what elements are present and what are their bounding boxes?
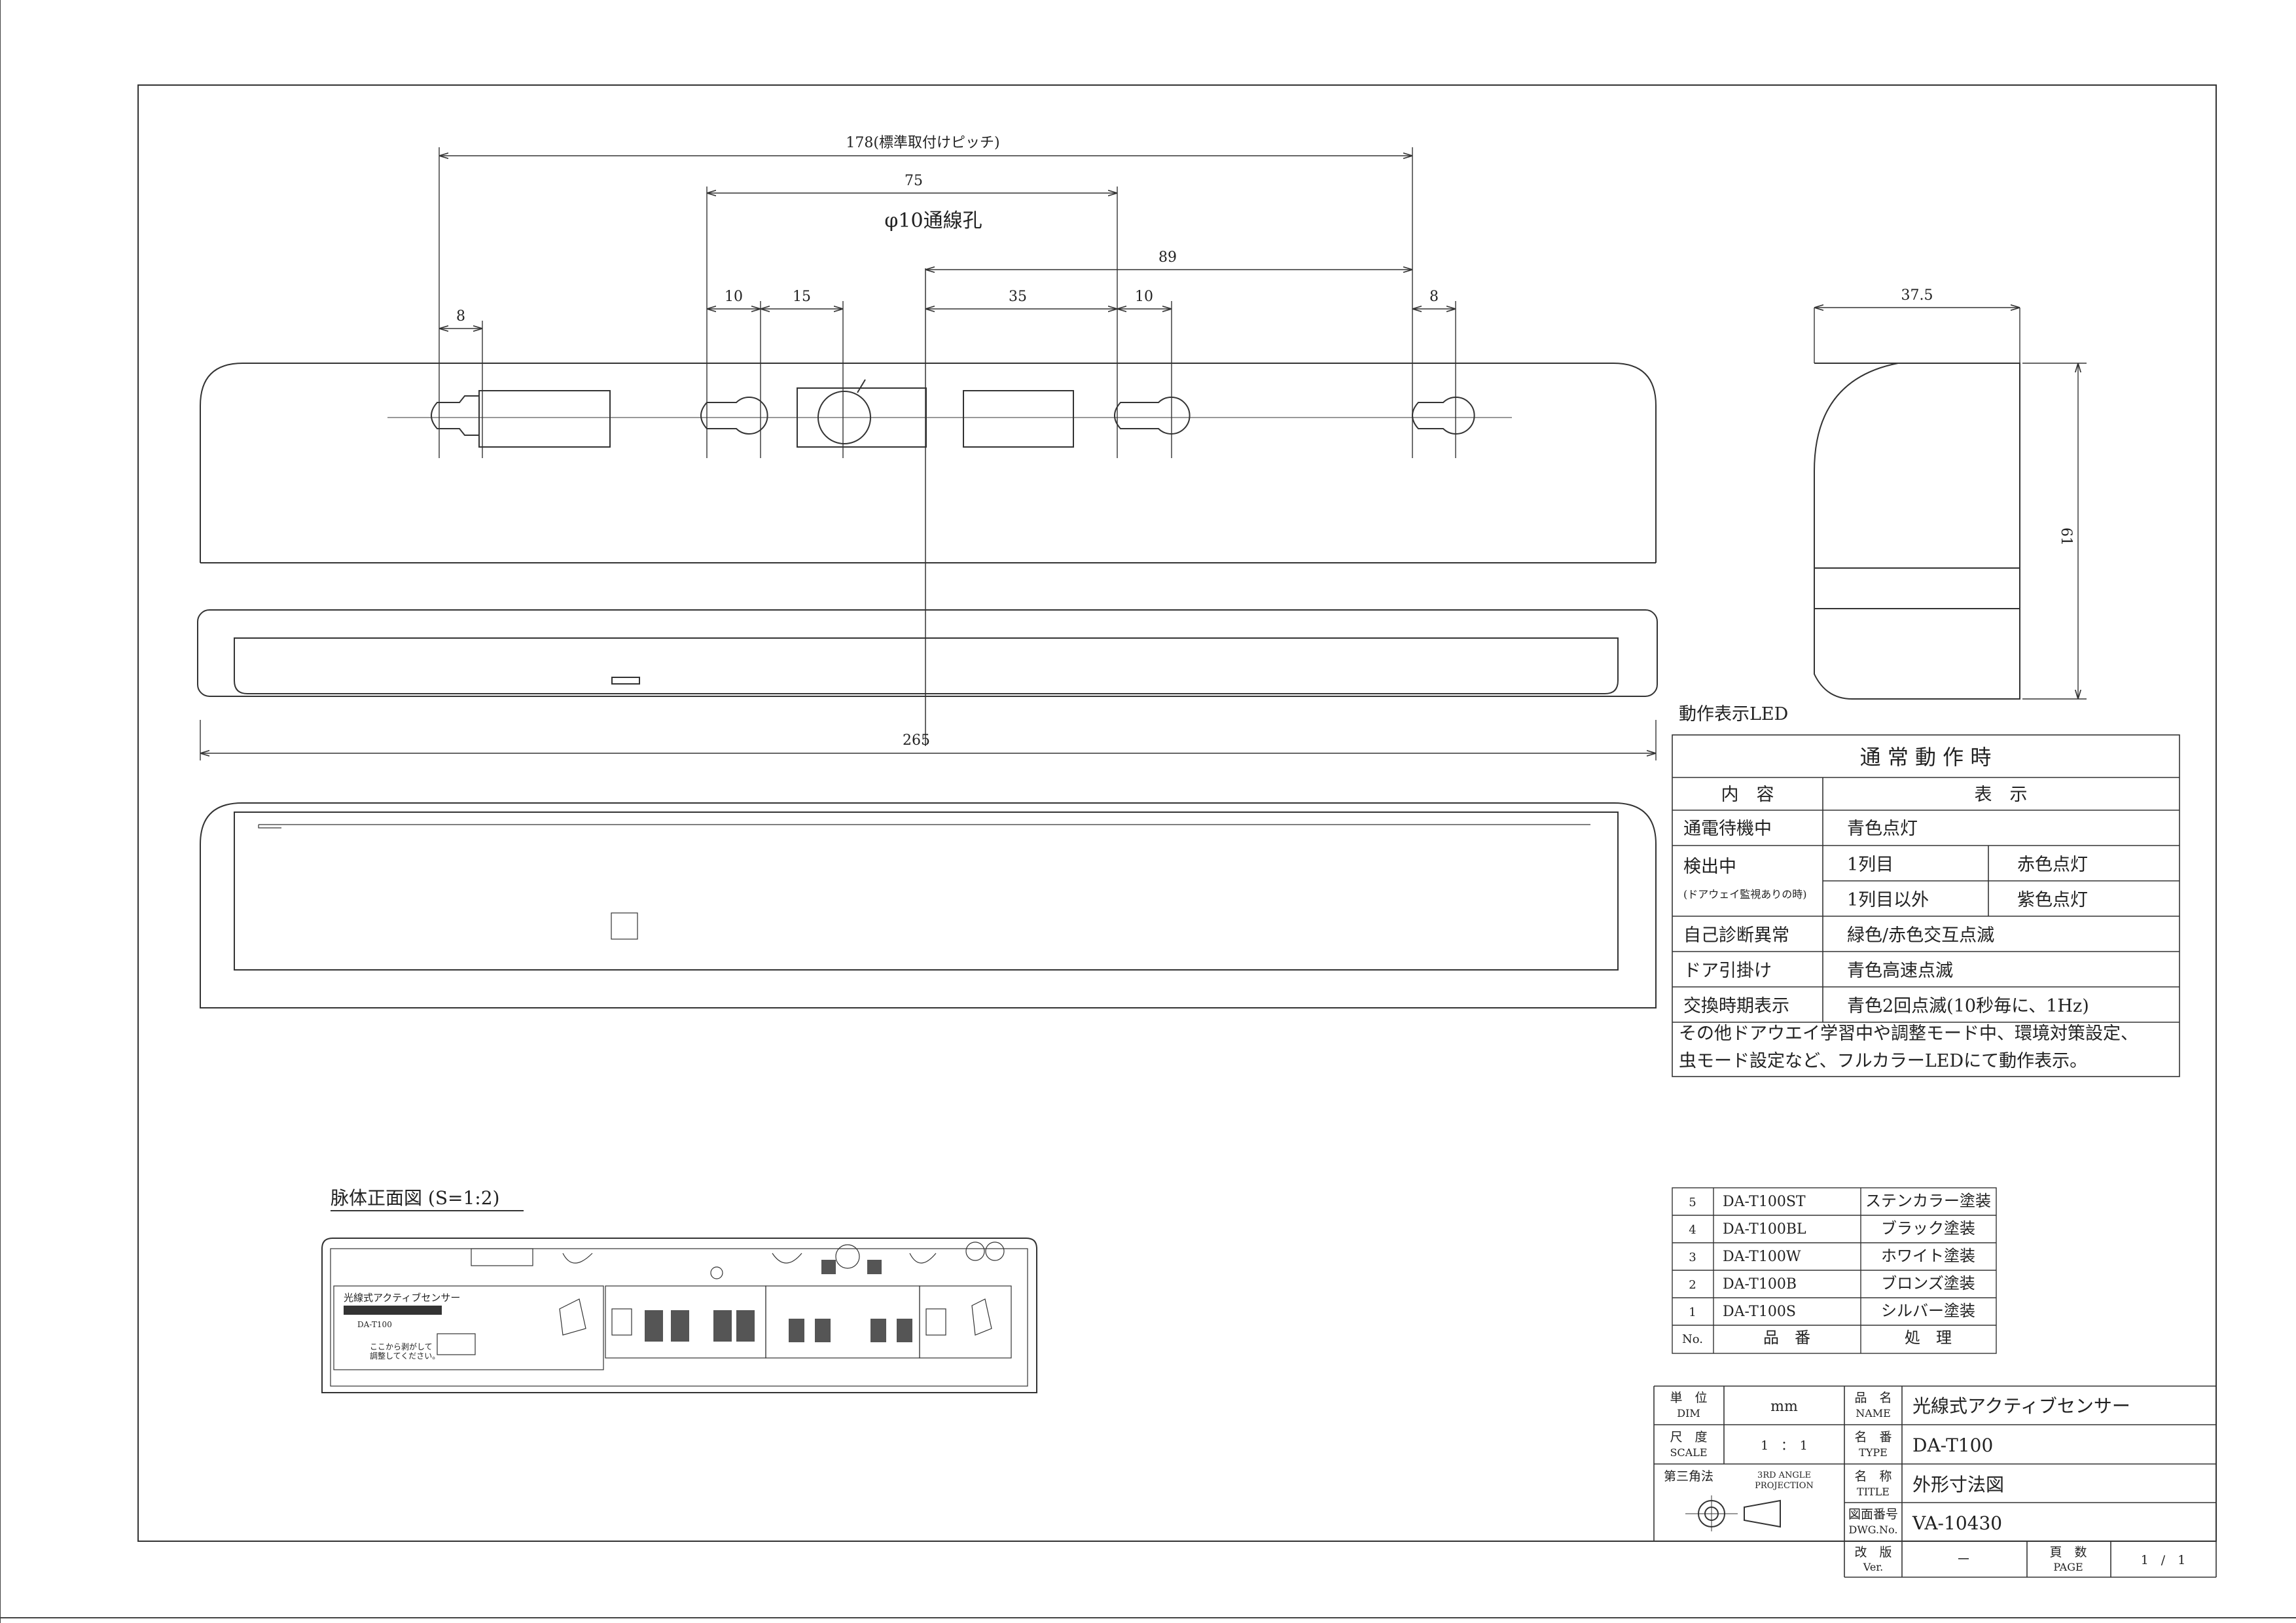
dim-89-label: 89 <box>1158 249 1177 266</box>
tb-name-value: 光線式アクティブセンサー <box>1912 1395 2130 1417</box>
led-r3-value: 緑色/赤色交互点滅 <box>1847 925 1994 946</box>
led-note-1: その他ドアウエイ学習中や調整モード中、環境対策設定、 <box>1679 1024 2138 1044</box>
tb-title-jp: 名 称 <box>1854 1469 1892 1484</box>
led-r2-a2: 赤色点灯 <box>2017 855 2088 875</box>
parts-row-code: DA-T100S <box>1723 1304 1796 1320</box>
parts-header-no: No. <box>1682 1332 1703 1346</box>
tb-unit-value: mm <box>1770 1399 1798 1415</box>
side-view <box>1814 308 2087 700</box>
parts-row-finish: ステンカラー塗装 <box>1865 1192 1991 1210</box>
led-r1-value: 青色点灯 <box>1847 819 1918 839</box>
tb-page-jp: 頁 数 <box>2049 1545 2087 1560</box>
led-header: 通 常 動 作 時 <box>1860 745 1992 770</box>
tb-dwg-en: DWG.No. <box>1848 1524 1897 1536</box>
tb-scale-jp: 尺 度 <box>1670 1430 1707 1444</box>
tb-projection-jp: 第三角法 <box>1664 1469 1713 1484</box>
parts-row-code: DA-T100B <box>1723 1276 1797 1293</box>
led-caption: 動作表示LED <box>1679 704 1788 724</box>
tb-scale-value: 1 ： 1 <box>1761 1438 1808 1453</box>
tb-dwg-jp: 図面番号 <box>1848 1507 1898 1522</box>
parts-row-code: DA-T100W <box>1723 1249 1801 1265</box>
led-r4-value: 青色高速点滅 <box>1847 961 1953 981</box>
led-note-2: 虫モード設定など、フルカラーLEDにて動作表示。 <box>1679 1051 2087 1071</box>
parts-row-no: 1 <box>1689 1306 1696 1319</box>
panel-logo <box>344 1306 442 1315</box>
panel-brand: 光線式アクティブセンサー <box>344 1292 460 1304</box>
drawing-frame <box>137 84 2217 1542</box>
led-r5-label: 交換時期表示 <box>1683 996 1789 1016</box>
dim-37-5-label: 37.5 <box>1901 287 1933 304</box>
panel-switch-blocks <box>645 1260 912 1342</box>
parts-row-finish: ブロンズ塗装 <box>1881 1274 1975 1293</box>
parts-row-code: DA-T100ST <box>1723 1194 1806 1210</box>
led-r2-label: 検出中 <box>1683 857 1736 877</box>
tb-ver-jp: 改 版 <box>1854 1545 1892 1560</box>
parts-row-no: 3 <box>1689 1251 1696 1264</box>
tb-title-en: TITLE <box>1857 1486 1890 1498</box>
tb-ver-value: － <box>1956 1552 1971 1568</box>
led-col-display: 表 示 <box>1975 785 2028 805</box>
panel-view-title: 脉体正面図 (S=1:2) <box>331 1187 499 1209</box>
led-r2-b2: 紫色点灯 <box>2017 890 2088 910</box>
tb-dwg-value: VA-10430 <box>1912 1512 2002 1534</box>
parts-row-no: 4 <box>1689 1223 1696 1237</box>
led-r2-sub: (ドアウェイ監視ありの時) <box>1683 888 1807 901</box>
parts-header-code: 品 番 <box>1763 1329 1810 1347</box>
dim-75-label: 75 <box>905 173 923 189</box>
parts-row-finish: シルバー塗装 <box>1881 1302 1975 1320</box>
led-r2-a1: 1列目 <box>1847 855 1893 875</box>
panel-hint-1: ここから剥がして <box>370 1342 433 1351</box>
dim-8-right-label: 8 <box>1429 289 1439 305</box>
led-r3-label: 自己診断異常 <box>1683 925 1789 946</box>
led-r1-label: 通電待機中 <box>1683 819 1772 839</box>
led-r4-label: ドア引掛け <box>1683 961 1772 981</box>
dim-10-right-label: 10 <box>1135 289 1153 305</box>
bottom-view <box>200 802 1657 1008</box>
dimensions-front <box>200 147 1657 760</box>
dim-178-label: 178(標準取付けピッチ) <box>846 135 999 151</box>
dim-265-label: 265 <box>903 732 930 749</box>
tb-type-en: TYPE <box>1859 1446 1888 1459</box>
tb-page-value: 1 / 1 <box>2141 1553 2186 1567</box>
led-table: 動作表示LED 通 常 動 作 時 内 容 表 示 通電待機中 青色点灯 検出中… <box>1672 704 2180 1077</box>
parts-row-code: DA-T100BL <box>1723 1221 1806 1238</box>
tb-ver-en: Ver. <box>1863 1561 1884 1573</box>
led-col-content: 内 容 <box>1721 785 1774 805</box>
tb-type-jp: 名 番 <box>1854 1430 1892 1444</box>
tb-unit-jp: 単 位 <box>1670 1391 1707 1405</box>
panel-model: DA-T100 <box>357 1320 392 1329</box>
led-r2-b1: 1列目以外 <box>1847 890 1929 910</box>
tb-scale-en: SCALE <box>1670 1446 1707 1459</box>
tb-title-value: 外形寸法図 <box>1912 1474 2004 1495</box>
parts-header-finish: 処 理 <box>1905 1329 1952 1347</box>
front-view <box>197 268 1658 746</box>
panel-view <box>321 1238 1037 1393</box>
wire-hole-label: φ10通線孔 <box>884 209 982 232</box>
dim-61-label: 61 <box>2058 527 2074 546</box>
panel-hint-2: 調整してください。 <box>370 1351 440 1361</box>
tb-name-jp: 品 名 <box>1854 1391 1892 1405</box>
parts-row-no: 2 <box>1689 1278 1696 1292</box>
dim-8-left-label: 8 <box>456 308 465 325</box>
parts-row-no: 5 <box>1689 1196 1696 1209</box>
led-r5-value: 青色2回点滅(10秒毎に、1Hz) <box>1847 996 2089 1016</box>
tb-projection-en-2: PROJECTION <box>1755 1481 1814 1491</box>
parts-row-finish: ブラック塗装 <box>1881 1219 1975 1238</box>
tb-type-value: DA-T100 <box>1912 1435 1993 1456</box>
tb-unit-en: DIM <box>1677 1407 1700 1419</box>
third-angle-symbol <box>1685 1495 1781 1531</box>
dim-10-left-label: 10 <box>725 289 743 305</box>
title-block: 単 位 DIM mm 尺 度 SCALE 1 ： 1 第三角法 3RD ANGL… <box>1653 1385 2217 1578</box>
tb-projection-en-1: 3RD ANGLE <box>1757 1471 1811 1480</box>
tb-page-en: PAGE <box>2053 1561 2083 1573</box>
dim-35-label: 35 <box>1009 289 1027 305</box>
tb-name-en: NAME <box>1856 1407 1891 1419</box>
parts-row-finish: ホワイト塗装 <box>1881 1247 1975 1265</box>
dim-15-label: 15 <box>793 289 811 305</box>
